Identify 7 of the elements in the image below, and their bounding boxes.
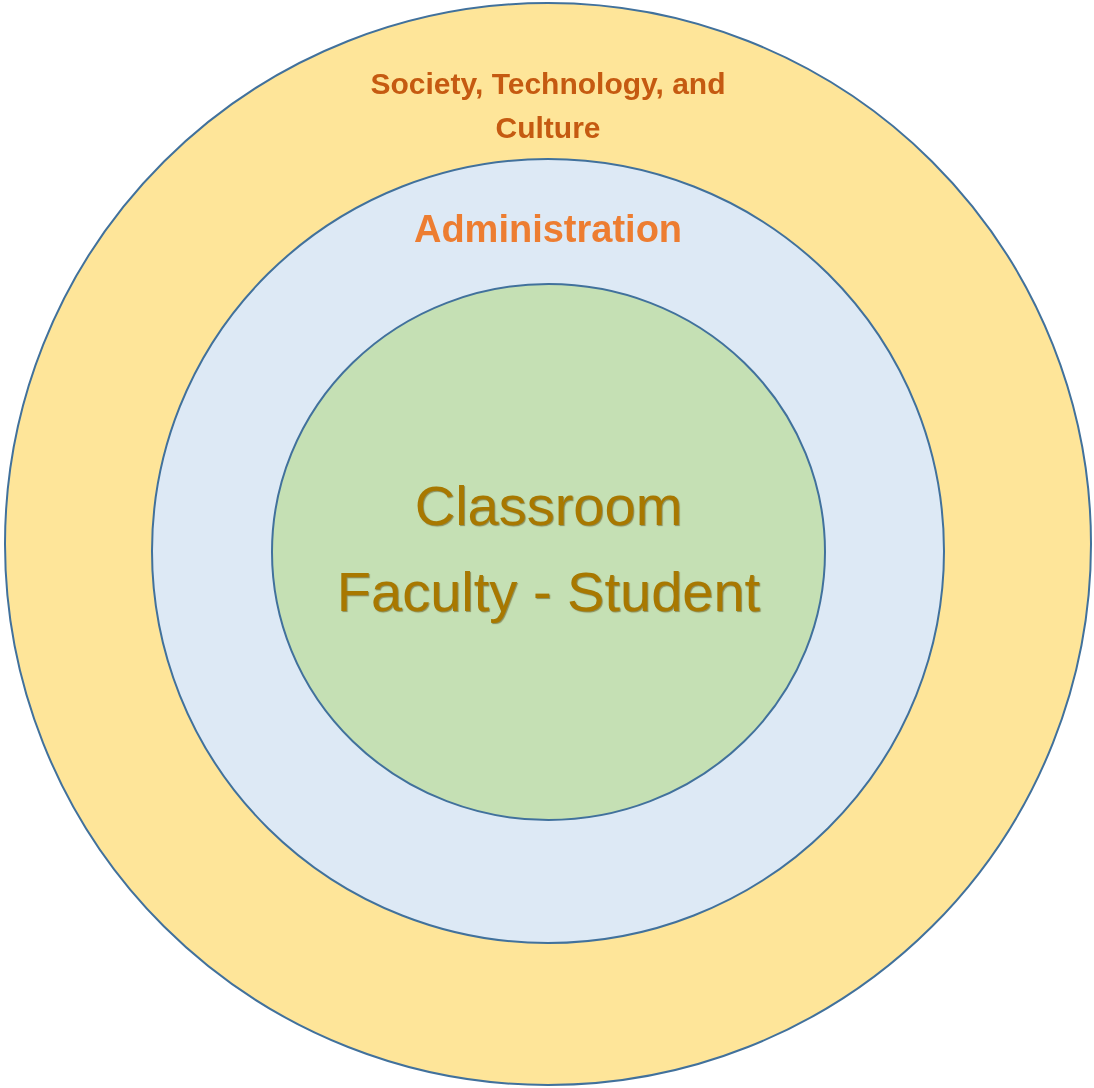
- circle-label: Classroom: [413, 473, 684, 539]
- circle-label: Society, Technology, and Culture: [369, 66, 727, 146]
- circle-label: Administration: [412, 207, 684, 252]
- outer-circle: [4, 2, 1092, 1086]
- circle-label: Faculty - Student: [335, 559, 762, 625]
- inner-circle: [271, 283, 826, 821]
- middle-circle: [151, 158, 945, 944]
